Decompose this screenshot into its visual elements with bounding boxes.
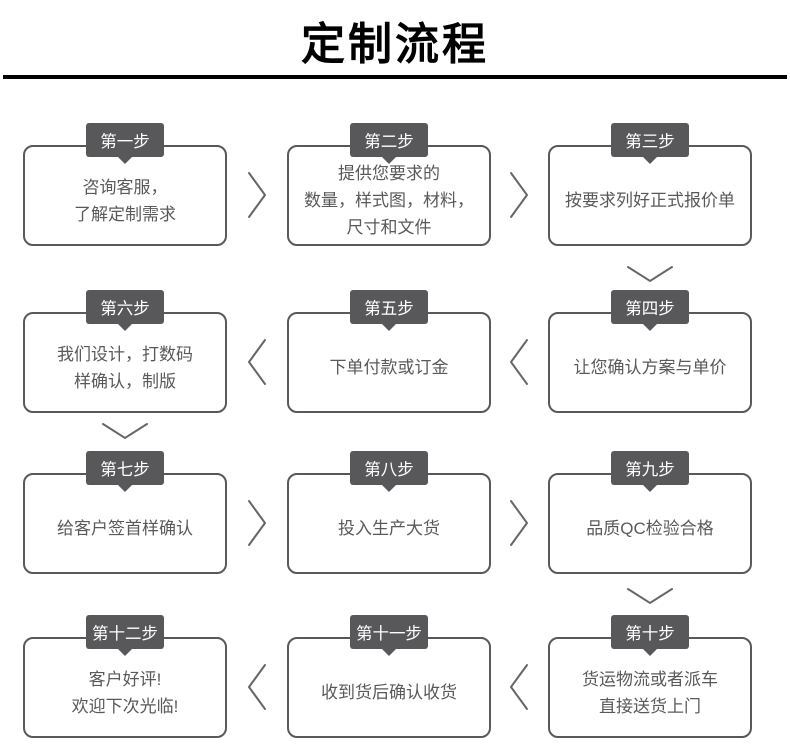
step-description: 提供您要求的 数量，样式图，材料， 尺寸和文件 <box>289 147 489 244</box>
step-badge-label: 第十步 <box>625 625 675 643</box>
step-description: 收到货后确认收货 <box>289 639 489 736</box>
step-description-line: 下单付款或订金 <box>329 358 449 377</box>
arrow-right-icon <box>507 169 531 221</box>
step-badge-label: 第九步 <box>625 461 675 479</box>
step-description-line: 直接送货上门 <box>599 696 701 716</box>
step-badge: 第九步 <box>611 451 689 485</box>
step-description-line: 提供您要求的 <box>338 164 440 183</box>
step-description-line: 我们设计，打数码 <box>57 344 193 364</box>
step-description-line: 客户好评! <box>88 669 162 689</box>
step-badge: 第七步 <box>86 451 164 485</box>
step-card-9: 第九步 品质QC检验合格 <box>548 451 752 574</box>
step-badge: 第三步 <box>611 123 689 157</box>
step-card-1: 第一步 咨询客服， 了解定制需求 <box>23 123 227 246</box>
step-description-line: 给客户签首样确认 <box>57 519 193 538</box>
step-badge: 第十一步 <box>350 615 428 649</box>
step-description-line: 投入生产大货 <box>338 519 440 538</box>
step-badge-label: 第五步 <box>364 300 414 318</box>
step-description: 按要求列好正式报价单 <box>550 147 750 244</box>
arrow-down-icon <box>624 263 676 285</box>
arrow-down-icon <box>624 585 676 607</box>
step-description: 投入生产大货 <box>289 475 489 572</box>
step-badge: 第二步 <box>350 123 428 157</box>
step-badge: 第八步 <box>350 451 428 485</box>
step-description-line: 样确认，制版 <box>74 371 176 391</box>
arrow-left-icon <box>507 661 531 713</box>
step-card-2: 第二步 提供您要求的 数量，样式图，材料， 尺寸和文件 <box>287 123 491 246</box>
step-card-6: 第六步 我们设计，打数码 样确认，制版 <box>23 290 227 413</box>
step-badge-label: 第七步 <box>100 461 150 479</box>
step-badge-label: 第一步 <box>100 133 150 151</box>
step-badge: 第四步 <box>611 290 689 324</box>
step-card-11: 第十一步 收到货后确认收货 <box>287 615 491 738</box>
step-badge-label: 第十一步 <box>356 625 422 643</box>
step-description: 咨询客服， 了解定制需求 <box>25 147 225 244</box>
step-badge-label: 第十二步 <box>92 625 158 643</box>
step-description-line: 数量，样式图，材料， <box>304 191 474 210</box>
step-description: 客户好评! 欢迎下次光临! <box>25 639 225 736</box>
step-card-10: 第十步 货运物流或者派车 直接送货上门 <box>548 615 752 738</box>
step-card-12: 第十二步 客户好评! 欢迎下次光临! <box>23 615 227 738</box>
step-badge: 第五步 <box>350 290 428 324</box>
step-badge-label: 第二步 <box>364 133 414 151</box>
step-description-line: 咨询客服， <box>82 177 168 197</box>
step-badge: 第十步 <box>611 615 689 649</box>
step-badge: 第六步 <box>86 290 164 324</box>
arrow-right-icon <box>245 497 269 549</box>
step-description-line: 尺寸和文件 <box>346 218 432 237</box>
step-badge-label: 第八步 <box>364 461 414 479</box>
step-description-line: 品质QC检验合格 <box>586 519 714 538</box>
step-description: 品质QC检验合格 <box>550 475 750 572</box>
step-badge-label: 第四步 <box>625 300 675 318</box>
step-description-line: 欢迎下次光临! <box>71 696 179 716</box>
step-card-7: 第七步 给客户签首样确认 <box>23 451 227 574</box>
step-description: 让您确认方案与单价 <box>550 314 750 411</box>
step-card-3: 第三步 按要求列好正式报价单 <box>548 123 752 246</box>
step-description: 下单付款或订金 <box>289 314 489 411</box>
step-card-4: 第四步 让您确认方案与单价 <box>548 290 752 413</box>
arrow-right-icon <box>507 497 531 549</box>
step-description: 我们设计，打数码 样确认，制版 <box>25 314 225 411</box>
page-title: 定制流程 <box>301 20 489 69</box>
arrow-right-icon <box>245 169 269 221</box>
step-card-8: 第八步 投入生产大货 <box>287 451 491 574</box>
step-description-line: 货运物流或者派车 <box>582 669 718 689</box>
step-description: 给客户签首样确认 <box>25 475 225 572</box>
step-badge-label: 第三步 <box>625 133 675 151</box>
step-card-5: 第五步 下单付款或订金 <box>287 290 491 413</box>
step-badge: 第十二步 <box>86 615 164 649</box>
step-description-line: 了解定制需求 <box>74 204 176 224</box>
arrow-left-icon <box>245 336 269 388</box>
step-description-line: 让您确认方案与单价 <box>573 358 727 377</box>
title-divider <box>3 75 787 79</box>
arrow-left-icon <box>507 336 531 388</box>
arrow-down-icon <box>99 420 151 442</box>
arrow-left-icon <box>245 661 269 713</box>
step-description: 货运物流或者派车 直接送货上门 <box>550 639 750 736</box>
step-description-line: 按要求列好正式报价单 <box>565 191 735 210</box>
step-description-line: 收到货后确认收货 <box>321 683 457 702</box>
step-badge: 第一步 <box>86 123 164 157</box>
step-badge-label: 第六步 <box>100 300 150 318</box>
